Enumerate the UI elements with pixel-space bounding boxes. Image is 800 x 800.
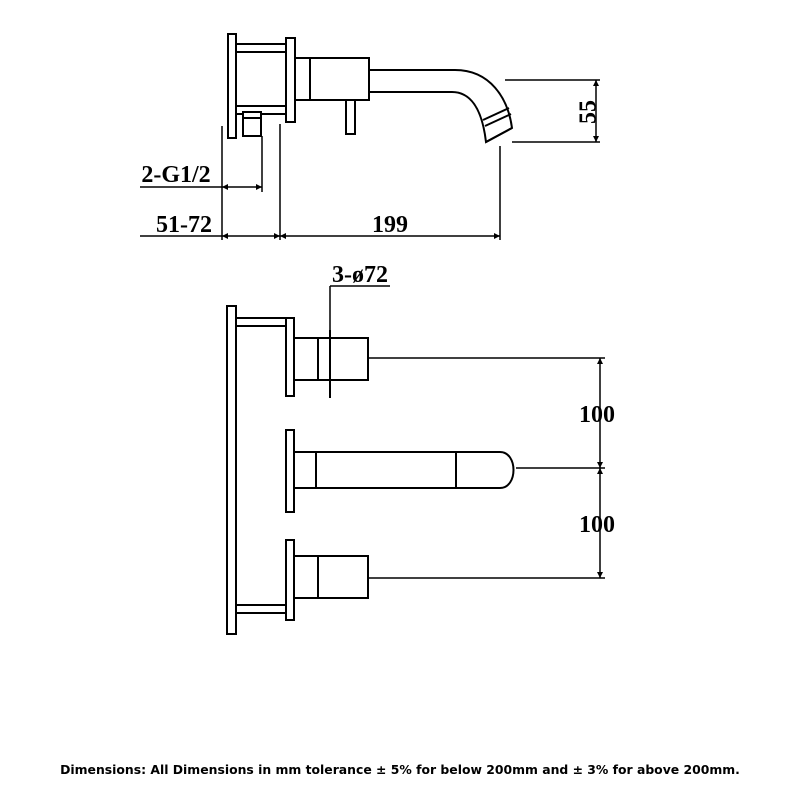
side-wall-plate — [227, 33, 237, 139]
tolerance-note: Dimensions: All Dimensions in mm toleran… — [60, 762, 740, 777]
front-view — [226, 305, 515, 635]
dim-spacing-lower-label: 100 — [579, 512, 615, 538]
side-valve-body — [242, 111, 262, 137]
front-bottom-plate — [285, 539, 295, 621]
side-mounting-screws — [236, 43, 286, 115]
side-handle-housing — [294, 57, 370, 101]
side-body-plate — [285, 37, 296, 123]
front-wall-plate — [226, 305, 237, 635]
front-dimensions — [329, 285, 605, 579]
side-lever — [345, 99, 356, 135]
front-mounting-screws — [236, 317, 286, 614]
side-view — [227, 33, 514, 144]
dim-wall-depth-label: 51-72 — [156, 212, 212, 238]
front-spout — [294, 451, 515, 489]
dim-inlet-thread-label: 2-G1/2 — [141, 162, 210, 188]
dim-spacing-upper-label: 100 — [579, 402, 615, 428]
front-spout-plate — [285, 429, 295, 513]
side-spout — [369, 69, 514, 144]
side-dimensions — [140, 79, 600, 240]
dim-spout-reach-label: 199 — [372, 212, 408, 238]
front-top-plate — [285, 317, 295, 397]
front-bottom-handle — [293, 555, 369, 599]
dim-handle-diameter-label: 3-ø72 — [332, 262, 388, 288]
dim-outlet-height-label: 55 — [576, 100, 602, 124]
